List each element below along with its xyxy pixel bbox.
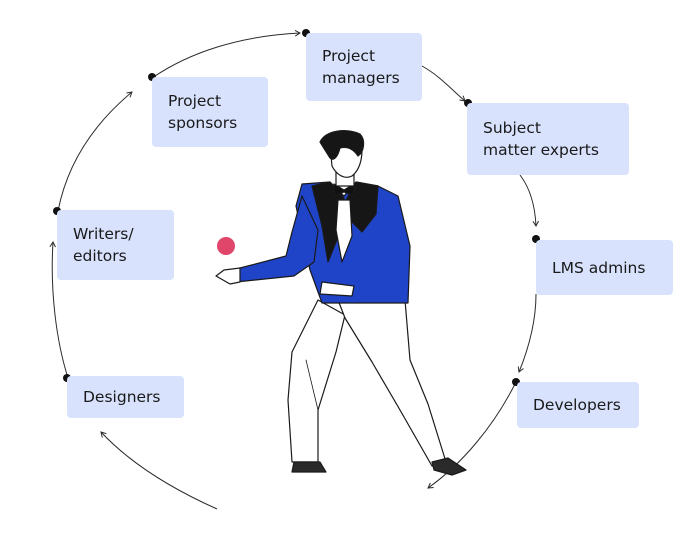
left-leg <box>287 299 346 463</box>
role-box-lms-admins: LMS admins <box>536 240 673 295</box>
right-shoe <box>431 457 467 476</box>
bow-tie <box>333 183 355 197</box>
juggling-man-illustration <box>215 130 467 476</box>
resting-hand <box>319 281 355 297</box>
right-leg <box>337 299 447 467</box>
arc-experts-to-lms <box>519 174 539 227</box>
role-box-project-sponsors: Project sponsors <box>152 77 268 147</box>
arc-bottom-to-designers <box>100 431 218 510</box>
role-box-writers-editors: Writers/ editors <box>57 210 174 280</box>
jacket-arm <box>235 195 319 283</box>
shirt-front <box>335 199 353 263</box>
arc-sponsors-to-managers <box>151 30 301 79</box>
arc-designers-to-writers <box>49 241 69 379</box>
role-box-subject-matter-experts: Subject matter experts <box>467 103 629 175</box>
role-box-developers: Developers <box>517 382 639 428</box>
red-ball-icon <box>217 237 235 255</box>
role-box-project-managers: Project managers <box>306 33 422 101</box>
role-box-designers: Designers <box>67 376 184 418</box>
arc-developers-to-loop <box>427 381 517 489</box>
arc-managers-to-experts <box>421 65 466 102</box>
arc-lms-to-developers <box>517 293 537 373</box>
hand <box>215 267 241 285</box>
hair <box>319 130 365 160</box>
left-shoe <box>291 461 327 473</box>
arc-writers-to-sponsors <box>57 91 133 212</box>
